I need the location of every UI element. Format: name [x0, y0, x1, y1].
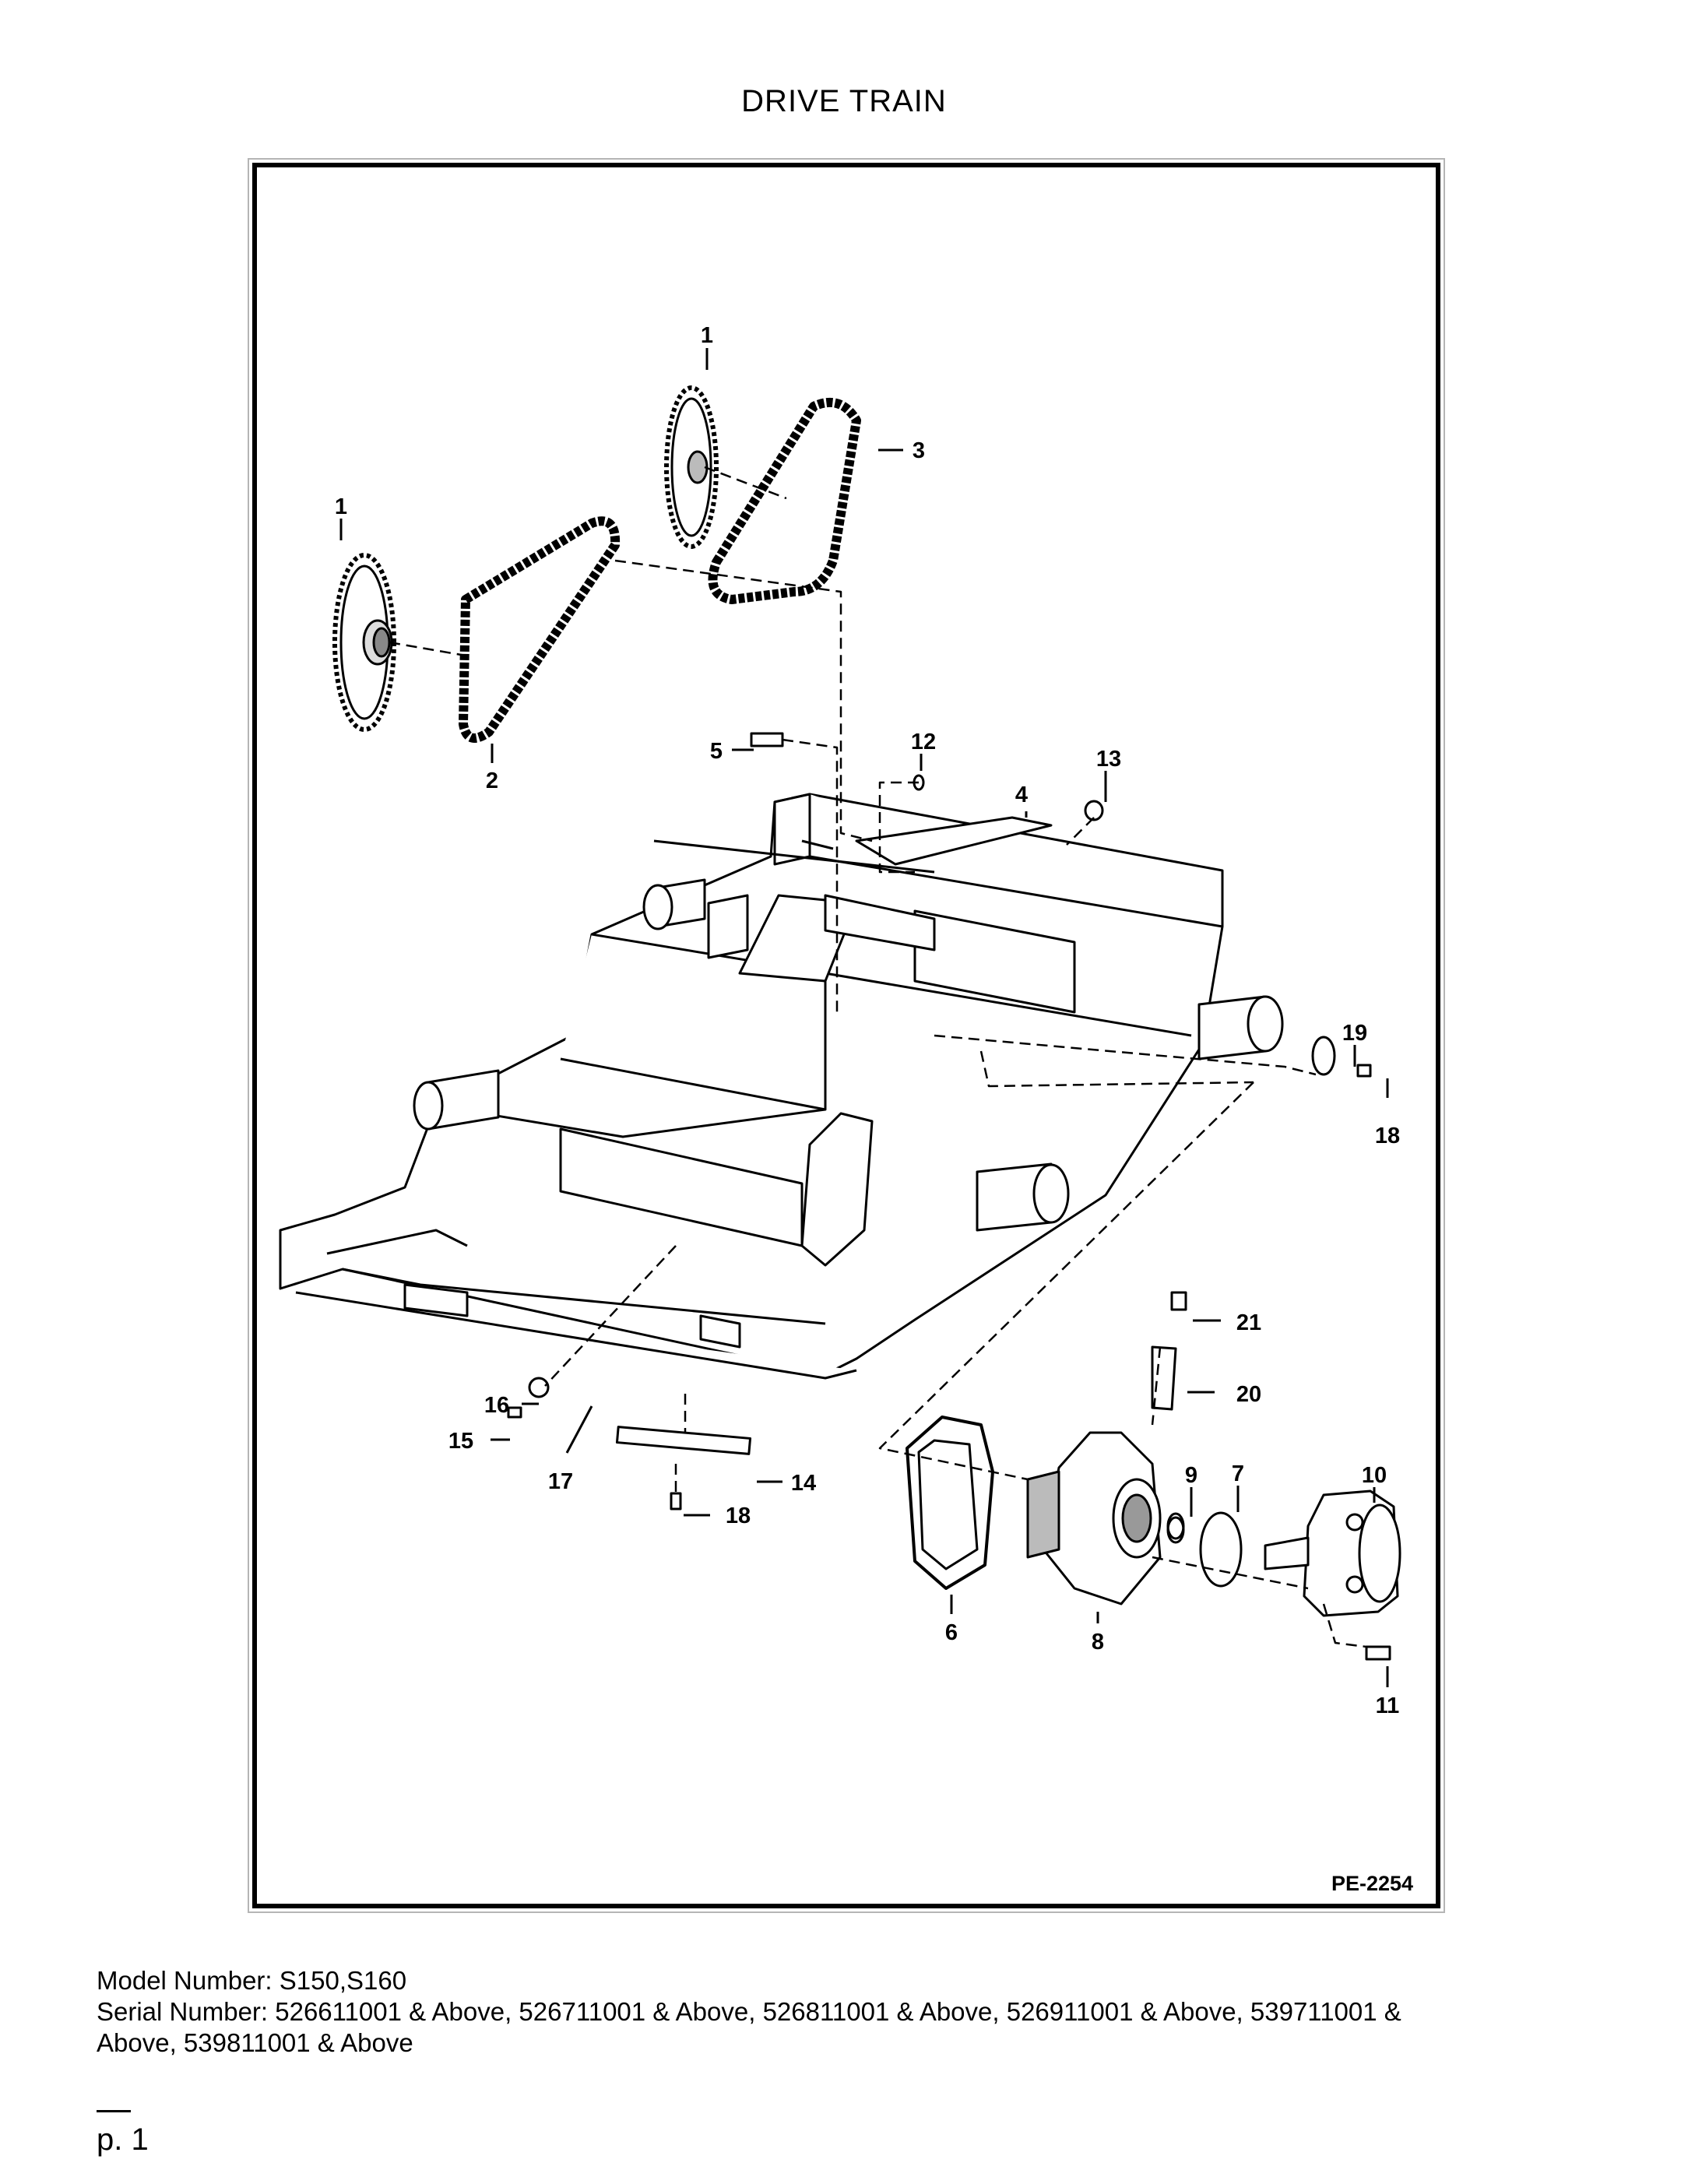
callout-3: 3	[913, 438, 925, 463]
callout-12: 12	[911, 730, 936, 754]
model-number: Model Number: S150,S160	[97, 1966, 407, 1995]
callout-16: 16	[484, 1393, 509, 1418]
hardware	[507, 732, 1391, 1661]
page-title: DRIVE TRAIN	[741, 84, 947, 118]
drive-chain-right	[708, 397, 861, 604]
figure-id: PE-2254	[1331, 1872, 1414, 1895]
callout-2: 2	[486, 768, 498, 793]
callout-15: 15	[448, 1429, 473, 1454]
leader-lines	[339, 348, 1389, 1687]
callout-10: 10	[1362, 1463, 1387, 1488]
main-frame	[279, 793, 1224, 1380]
diagram-frame-outer	[248, 158, 1445, 1913]
callout-5: 5	[710, 739, 723, 764]
axle-tubes	[413, 878, 1284, 1232]
callout-14: 14	[791, 1471, 816, 1496]
callout-18-lower: 18	[726, 1503, 751, 1528]
callout-11: 11	[1376, 1693, 1400, 1718]
sprocket-right	[664, 385, 719, 549]
page-rule	[97, 2110, 131, 2112]
callout-9: 9	[1185, 1463, 1197, 1488]
callout-labels: 1 1 2 3 4 5 6 7 8 9 10 11 12 13 14 15 16…	[335, 323, 1400, 1718]
callout-6: 6	[945, 1620, 958, 1645]
hydraulic-motor	[1264, 1489, 1401, 1617]
callout-18-upper: 18	[1375, 1124, 1400, 1148]
callout-8: 8	[1092, 1630, 1104, 1655]
callout-7: 7	[1232, 1461, 1244, 1486]
serial-number-line1: Serial Number: 526611001 & Above, 526711…	[97, 1997, 1401, 2026]
callout-21: 21	[1236, 1310, 1261, 1335]
serial-number-line2: Above, 539811001 & Above	[97, 2028, 413, 2057]
sprocket-left	[332, 553, 396, 732]
callout-1-left: 1	[335, 494, 347, 519]
drive-chain-left	[459, 516, 621, 743]
o-ring-small	[1166, 1516, 1185, 1544]
drive-motor	[1026, 1431, 1162, 1605]
page-number: p. 1	[97, 2122, 149, 2157]
callout-20: 20	[1236, 1382, 1261, 1407]
callout-19: 19	[1342, 1021, 1367, 1046]
callout-1-right: 1	[701, 323, 713, 348]
assembly-lines	[389, 466, 1367, 1648]
callout-13: 13	[1096, 747, 1121, 772]
callout-4: 4	[1015, 783, 1028, 807]
diagram-frame	[252, 163, 1440, 1908]
callout-17: 17	[548, 1469, 573, 1494]
o-ring-large	[1199, 1511, 1243, 1588]
